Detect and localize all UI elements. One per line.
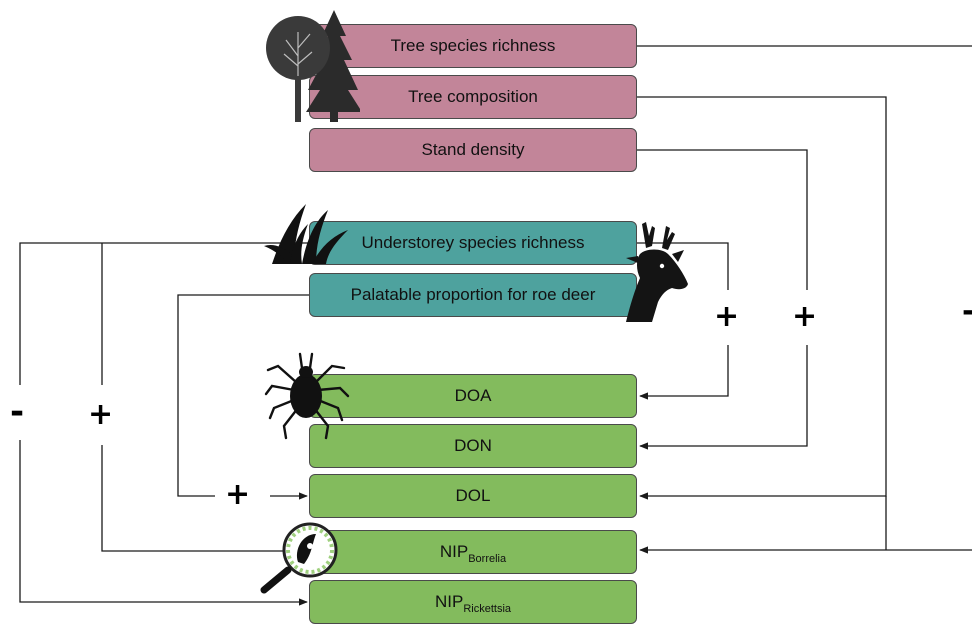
box-label: Tree composition (408, 87, 538, 106)
sign-understorey-to-doa: + (714, 299, 740, 334)
magnifier-bacteria-icon (260, 522, 338, 594)
box-label: Stand density (421, 140, 525, 159)
connector-tree-composition (637, 96, 887, 500)
box-label: Palatable proportion for roe deer (350, 285, 596, 304)
box-nip-borrelia: NIPBorrelia (309, 530, 637, 574)
sign-tree-to-nip: - (962, 297, 972, 327)
box-label: DOA (454, 386, 492, 405)
box-understorey-species-richness: Understorey species richness (309, 221, 637, 265)
box-tree-species-richness: Tree species richness (309, 24, 637, 68)
connector-stand-density-lower (639, 345, 808, 450)
tick-icon (264, 352, 350, 440)
connector-understorey-left (19, 242, 309, 385)
connector-palatable (177, 294, 309, 497)
box-nip-rickettsia: NIPRickettsia (309, 580, 637, 624)
box-label: Tree species richness (390, 36, 556, 55)
box-label: Understorey species richness (361, 233, 585, 252)
connector-understorey-left-lower (19, 440, 308, 606)
grass-icon (264, 204, 348, 264)
box-label-subscript: Rickettsia (463, 603, 512, 615)
sign-understorey-to-nip-rickettsia: - (10, 392, 25, 432)
connector-understorey-to-doa-lower (639, 345, 729, 400)
roe-deer-icon (626, 222, 688, 322)
box-label: DON (454, 436, 492, 455)
box-label: NIPRickettsia (434, 592, 512, 615)
box-dol: DOL (309, 474, 637, 518)
connector-understorey-inner-lower (101, 445, 308, 555)
box-stand-density: Stand density (309, 128, 637, 172)
sign-understorey-to-nip-borrelia: + (88, 397, 114, 432)
box-doa: DOA (309, 374, 637, 418)
tree-icon (266, 10, 360, 122)
box-label: DOL (455, 486, 491, 505)
box-label-subscript: Borrelia (468, 553, 507, 565)
sign-palatable-to-dol: + (225, 477, 251, 512)
sign-stand-density-to-don: + (792, 299, 818, 334)
box-palatable-proportion: Palatable proportion for roe deer (309, 273, 637, 317)
connector-stand-density (637, 149, 808, 290)
box-tree-composition: Tree composition (309, 75, 637, 119)
box-don: DON (309, 424, 637, 468)
box-label: NIPBorrelia (439, 542, 507, 565)
